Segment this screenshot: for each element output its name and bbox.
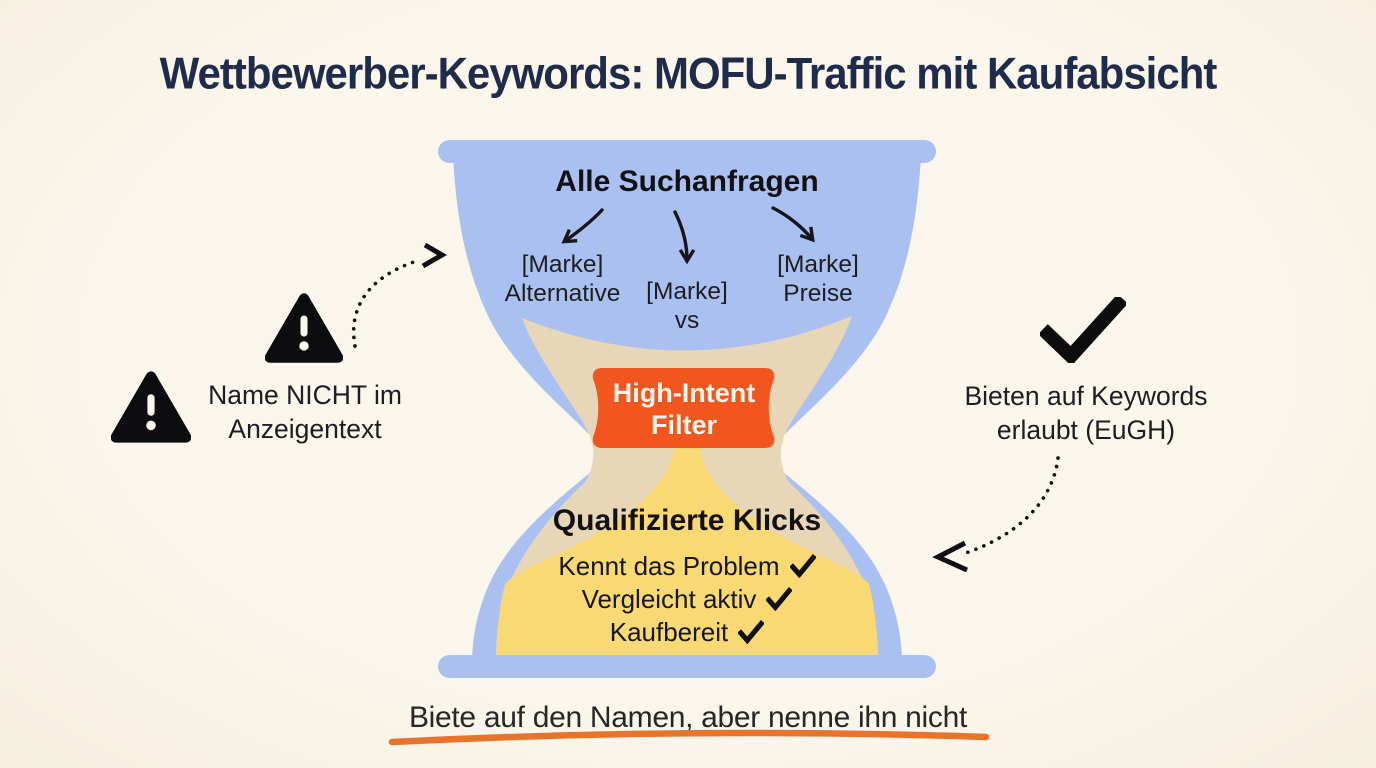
keyword-alternative: [Marke] Alternative	[470, 251, 655, 308]
qualified-clicks-checklist: Kennt das Problem Vergleicht aktiv Kaufb…	[437, 551, 937, 647]
check-icon	[1040, 297, 1126, 363]
checklist-item-label: Kennt das Problem	[558, 551, 780, 581]
dotted-arrow-left-icon	[351, 242, 447, 348]
hourglass-base-cap	[438, 655, 936, 678]
filter-badge-shape	[592, 368, 775, 448]
right-allowed-note: Bieten auf Keywords erlaubt (EuGH)	[946, 379, 1226, 447]
keyword-line: Preise	[783, 279, 853, 307]
right-note-line: erlaubt (EuGH)	[996, 415, 1176, 445]
filter-badge-line: High-Intent	[612, 378, 756, 408]
hourglass-top-cap	[438, 140, 936, 163]
hourglass-graphic	[438, 140, 936, 678]
keyword-vs: [Marke] vs	[597, 278, 777, 335]
keyword-line: [Marke]	[646, 278, 728, 305]
dotted-arrow-right-icon	[932, 456, 1060, 572]
filter-badge-line: Filter	[650, 410, 717, 440]
split-arrow-middle-icon	[673, 210, 696, 265]
footer-underline	[388, 729, 990, 746]
funnel-bottom-label: Qualifizierte Klicks	[552, 504, 822, 537]
left-note-line: Anzeigentext	[228, 414, 382, 444]
checklist-item: Vergleicht aktiv	[437, 584, 937, 614]
keyword-line: [Marke]	[521, 251, 604, 278]
keyword-line: Alternative	[504, 279, 621, 307]
checklist-item-label: Vergleicht aktiv	[581, 584, 757, 614]
warning-icon	[265, 293, 343, 363]
page-title: Wettbewerber-Keywords: MOFU-Traffic mit …	[159, 48, 1218, 99]
footer-tagline: Biete auf den Namen, aber nenne ihn nich…	[408, 701, 968, 734]
checklist-item: Kaufbereit	[437, 617, 937, 647]
check-icon	[738, 620, 765, 644]
left-note-line: Name NICHT im	[208, 380, 402, 410]
checklist-item: Kennt das Problem	[437, 551, 937, 581]
filter-badge-label: High-Intent Filter	[592, 377, 776, 441]
left-warning-note: Name NICHT im Anzeigentext	[165, 378, 445, 446]
check-icon	[789, 554, 816, 578]
split-arrow-left-icon	[561, 208, 604, 244]
warning-icon	[111, 371, 191, 443]
keyword-line: vs	[674, 306, 700, 334]
keyword-line: [Marke]	[777, 251, 859, 278]
keyword-preise: [Marke] Preise	[728, 251, 908, 308]
split-arrow-right-icon	[771, 206, 815, 243]
right-note-line: Bieten auf Keywords	[964, 381, 1208, 411]
check-icon	[766, 587, 793, 611]
funnel-top-label: Alle Suchanfragen	[555, 165, 819, 198]
checklist-item-label: Kaufbereit	[609, 617, 729, 647]
